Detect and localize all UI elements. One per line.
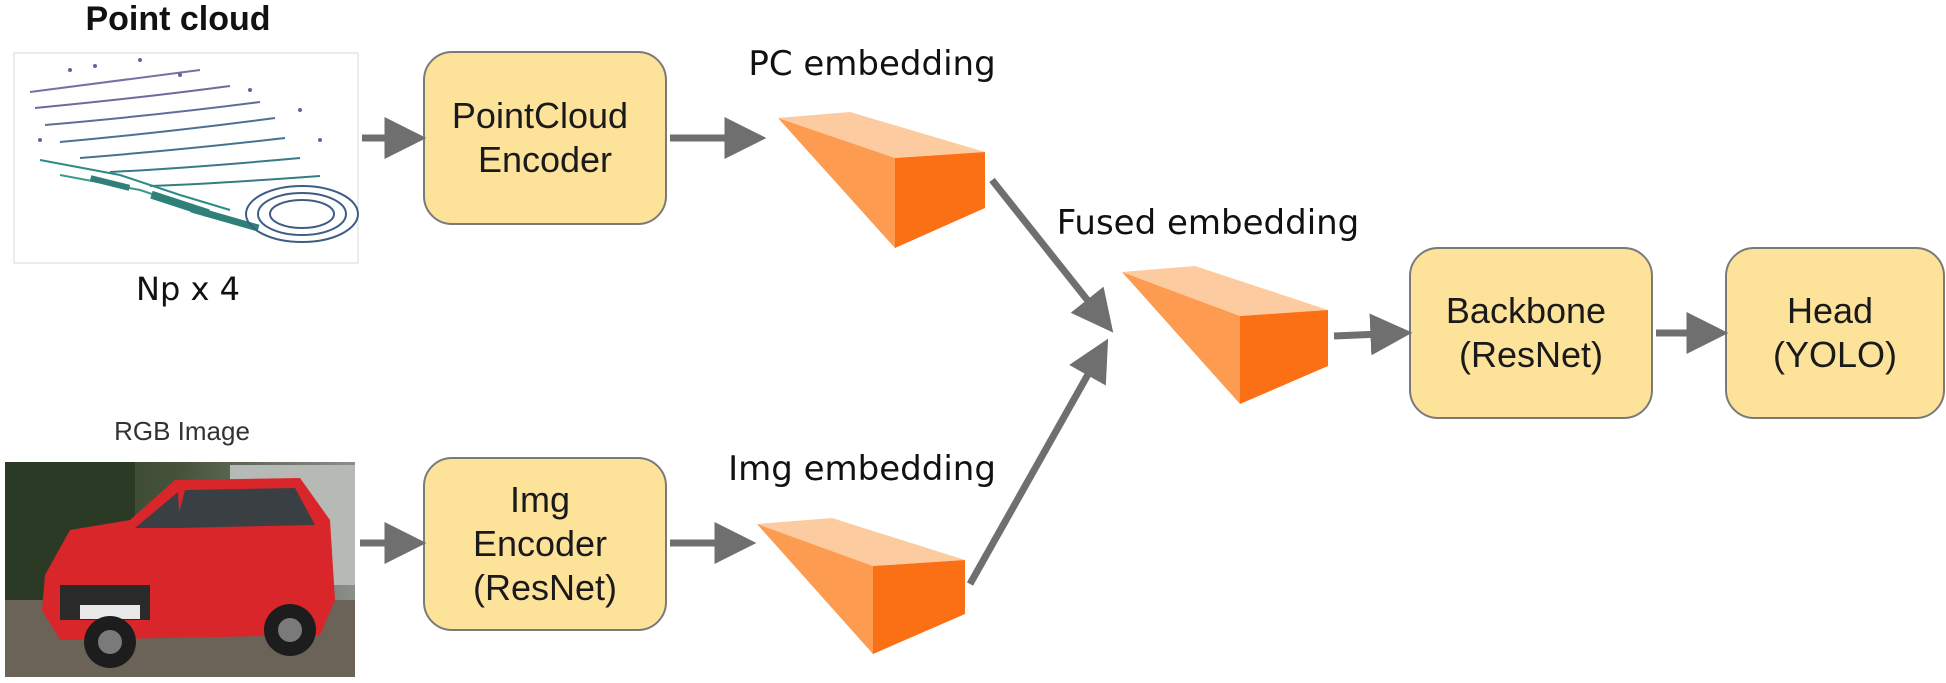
backbone-box: Backbone (ResNet)	[1409, 247, 1653, 419]
head-line-1: Head	[1787, 290, 1873, 331]
img-encoder-line-1: Img	[510, 479, 570, 520]
arrows	[360, 117, 1729, 586]
img-encoder-line-3: (ResNet)	[473, 567, 617, 608]
rgb-image-title: RGB Image	[114, 416, 250, 446]
backbone-line-1: Backbone	[1446, 290, 1606, 331]
pointcloud-encoder-line-2: Encoder	[478, 139, 612, 180]
arrow-fused-to-backbone	[1333, 313, 1413, 356]
svg-text:PointCloud Encoder: PointCloud Encoder	[452, 95, 638, 180]
img-encoder-line-2: Encoder	[473, 523, 607, 564]
backbone-line-2: (ResNet)	[1459, 334, 1603, 375]
pointcloud-encoder-box: PointCloud Encoder	[423, 51, 667, 225]
fused-embedding-prism	[1122, 266, 1328, 404]
fused-embedding-label: Fused embedding	[1057, 203, 1360, 243]
svg-text:Head (YOLO): Head (YOLO)	[1773, 290, 1897, 375]
head-box: Head (YOLO)	[1725, 247, 1945, 419]
arrow-pc-embedding-to-fused	[989, 177, 1114, 333]
pointcloud-encoder-line-1: PointCloud	[452, 95, 628, 136]
rgb-car-image	[5, 462, 355, 677]
point-cloud-title: Point cloud	[85, 0, 270, 38]
img-embedding-label: Img embedding	[728, 449, 996, 489]
svg-text:Backbone (ResNet): Backbone (ResNet)	[1446, 290, 1616, 375]
head-line-2: (YOLO)	[1773, 334, 1897, 375]
svg-text:Img Encoder (ResNe: Img Encoder (ResNet)	[473, 479, 617, 608]
img-embedding-prism	[757, 518, 965, 654]
arrow-img-embedding-to-fused	[966, 338, 1109, 586]
pc-embedding-prism	[778, 112, 985, 248]
point-cloud-image	[13, 52, 359, 264]
point-cloud-shape-label: Np x 4	[136, 270, 240, 308]
pc-embedding-label: PC embedding	[748, 44, 995, 84]
img-encoder-box: Img Encoder (ResNet)	[423, 457, 667, 631]
